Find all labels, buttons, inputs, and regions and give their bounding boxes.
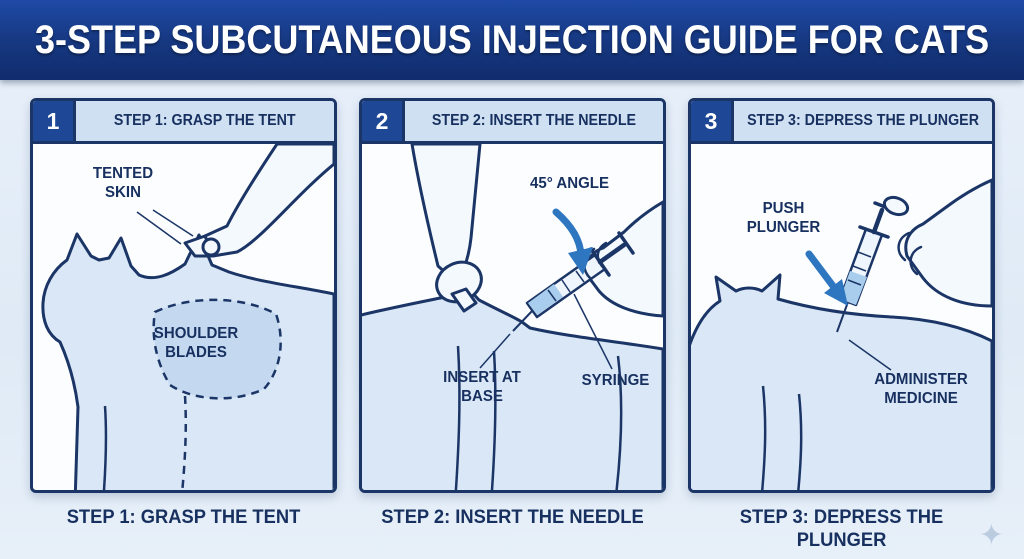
step-2-title-text: STEP 2: INSERT THE NEEDLE bbox=[431, 112, 637, 129]
plunger-rod bbox=[871, 207, 885, 235]
step-panel-2: 2 STEP 2: INSERT THE NEEDLE bbox=[359, 98, 666, 493]
step-2-number-badge: 2 bbox=[362, 101, 405, 141]
label-tented-skin: TENTED SKIN bbox=[92, 165, 154, 202]
front-leg-line bbox=[454, 345, 461, 490]
needle bbox=[836, 301, 849, 333]
arrow-head bbox=[568, 247, 593, 275]
plunger-thumb-pad bbox=[617, 231, 635, 255]
barrel-tick-2 bbox=[561, 279, 571, 293]
arm-shape bbox=[410, 144, 482, 285]
barrel-tick-3 bbox=[575, 270, 585, 283]
thumb-shape bbox=[201, 237, 221, 257]
push-arrow-icon bbox=[805, 250, 848, 306]
step-2-illustration: 45° ANGLE INSERT AT BASE SYRINGE bbox=[362, 144, 663, 490]
holding-hand-shape bbox=[904, 178, 992, 308]
step-1-title: STEP 1: GRASP THE TENT bbox=[76, 101, 334, 141]
step-3-title-text: STEP 3: DEPRESS THE PLUNGER bbox=[747, 112, 979, 129]
thumb-on-plunger bbox=[882, 195, 910, 217]
cat-body bbox=[41, 232, 334, 490]
barrel-tick bbox=[857, 251, 872, 258]
tented-skin-pointer-line bbox=[136, 211, 182, 245]
step-3-drawing bbox=[691, 178, 992, 490]
panel-2-header: 2 STEP 2: INSERT THE NEEDLE bbox=[362, 101, 663, 144]
cat-illustration bbox=[41, 232, 334, 490]
watermark-star-icon: ✦ bbox=[978, 519, 1004, 552]
label-push-plunger: PUSH PLUNGER bbox=[746, 200, 821, 237]
arrow-shaft bbox=[805, 250, 837, 290]
step-3-title: STEP 3: DEPRESS THE PLUNGER bbox=[734, 101, 992, 141]
step-panel-1: 1 STEP 1: GRASP THE TENT bbox=[30, 98, 337, 493]
label-insert-at-base: INSERT AT BASE bbox=[443, 369, 521, 406]
caption-step-3: STEP 3: DEPRESS THE PLUNGER bbox=[739, 506, 944, 551]
administer-pointer-line bbox=[848, 339, 892, 371]
label-administer-medicine: ADMINISTER MEDICINE bbox=[874, 371, 968, 408]
syringe-liquid bbox=[528, 284, 563, 315]
step-1-title-text: STEP 1: GRASP THE TENT bbox=[114, 112, 296, 129]
caption-step-1: STEP 1: GRASP THE TENT bbox=[66, 506, 301, 528]
shoulder-blades-outline bbox=[152, 298, 282, 400]
step-panels: 1 STEP 1: GRASP THE TENT bbox=[30, 98, 995, 493]
front-leg-line-2 bbox=[797, 393, 803, 490]
step-captions: STEP 1: GRASP THE TENT STEP 2: INSERT TH… bbox=[30, 506, 995, 552]
barrel-tick-3 bbox=[847, 279, 862, 286]
title-banner: 3-STEP SUBCUTANEOUS INJECTION GUIDE FOR … bbox=[0, 0, 1024, 80]
hind-leg-line bbox=[615, 355, 623, 490]
syringe-liquid bbox=[840, 271, 867, 305]
tented-skin-pointer-line-2 bbox=[152, 209, 194, 237]
page-title: 3-STEP SUBCUTANEOUS INJECTION GUIDE FOR … bbox=[34, 17, 990, 62]
barrel-tick bbox=[547, 289, 557, 302]
step-2-drawing bbox=[362, 144, 663, 490]
arm-shape bbox=[203, 144, 334, 258]
pinching-hand-illustration bbox=[410, 144, 483, 313]
finger-over-barrel-2 bbox=[596, 241, 608, 268]
front-leg-line bbox=[102, 405, 108, 490]
step-3-illustration: PUSH PLUNGER ADMINISTER MEDICINE bbox=[691, 144, 992, 490]
step-3-number-badge: 3 bbox=[691, 101, 734, 141]
step-1-drawing bbox=[41, 144, 334, 490]
label-syringe: SYRINGE bbox=[581, 372, 650, 389]
angle-arrow-icon bbox=[552, 208, 593, 275]
label-shoulder-blades: SHOULDER BLADES bbox=[153, 325, 239, 362]
cat-illustration bbox=[362, 285, 663, 490]
panel-1-header: 1 STEP 1: GRASP THE TENT bbox=[33, 101, 334, 144]
insert-pointer-line bbox=[479, 333, 511, 369]
finger-over-barrel-2 bbox=[909, 245, 923, 276]
arrow-curve bbox=[552, 208, 585, 261]
finger-over-barrel bbox=[897, 231, 911, 262]
barrel-tick-2 bbox=[852, 265, 867, 272]
step-2-title: STEP 2: INSERT THE NEEDLE bbox=[405, 101, 663, 141]
arrow-head bbox=[824, 279, 848, 306]
pinching-hand-illustration bbox=[183, 144, 334, 258]
plunger-rod bbox=[597, 242, 627, 265]
syringe-pointer-line bbox=[573, 293, 613, 370]
front-leg-line-2 bbox=[490, 350, 497, 490]
needle bbox=[512, 309, 534, 332]
cat-body bbox=[362, 285, 663, 490]
front-leg-line bbox=[761, 385, 767, 490]
caption-step-2: STEP 2: INSERT THE NEEDLE bbox=[381, 506, 644, 528]
step-panel-3: 3 STEP 3: DEPRESS THE PLUNGER bbox=[688, 98, 995, 493]
cat-illustration bbox=[691, 273, 992, 490]
panel-3-header: 3 STEP 3: DEPRESS THE PLUNGER bbox=[691, 101, 992, 144]
finger-shape bbox=[450, 287, 478, 313]
label-45-angle: 45° ANGLE bbox=[529, 175, 609, 192]
step-1-illustration: TENTED SKIN SHOULDER BLADES bbox=[33, 144, 334, 490]
step-1-number-badge: 1 bbox=[33, 101, 76, 141]
